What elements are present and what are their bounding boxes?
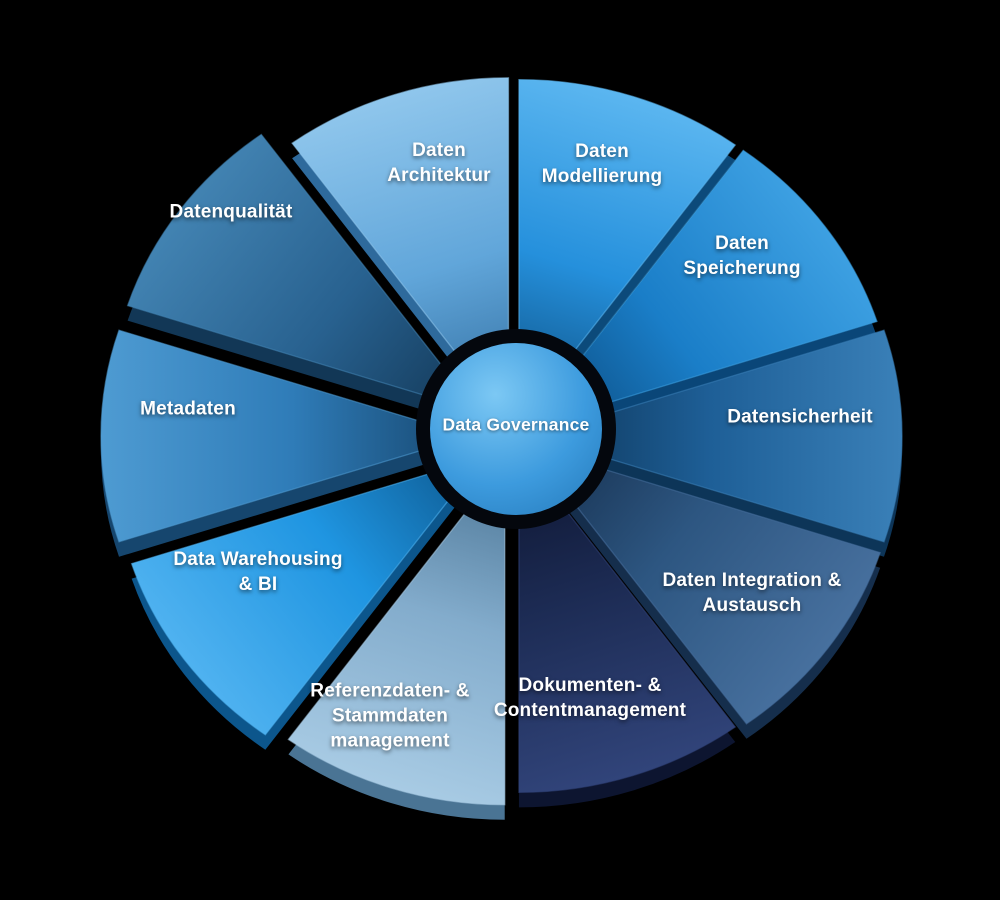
segment-datensicherheit xyxy=(531,329,903,543)
center-hub xyxy=(430,343,602,515)
segment-daten-modellierung xyxy=(518,78,737,424)
segment-datenqualitaet xyxy=(126,133,480,413)
segment-daten-integration-austausch xyxy=(528,445,882,725)
segment-daten-architektur xyxy=(291,77,510,423)
segment-dokumenten-contentmanagement xyxy=(518,448,737,794)
segment-daten-speicherung xyxy=(525,149,878,429)
segment-referenzdaten-stammdatenmanagement xyxy=(287,460,506,806)
segment-data-warehousing-bi xyxy=(130,456,484,736)
segment-metadaten xyxy=(100,329,472,543)
